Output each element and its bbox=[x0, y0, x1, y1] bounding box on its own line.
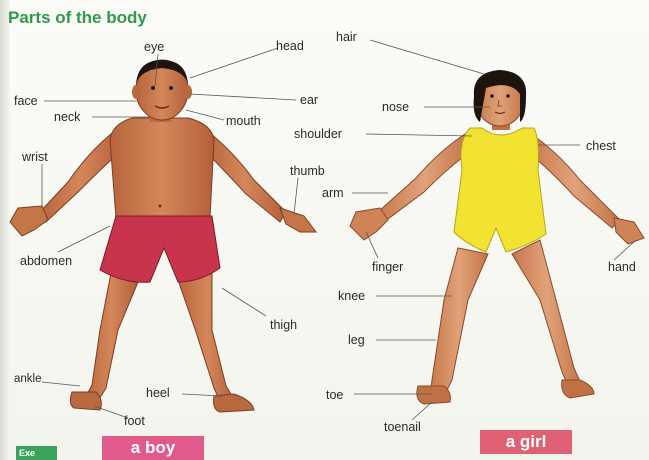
label-hand: hand bbox=[608, 260, 636, 274]
label-ankle: ankle bbox=[14, 372, 42, 386]
label-knee: knee bbox=[338, 289, 365, 303]
label-finger: finger bbox=[372, 260, 403, 274]
boy-right-hand bbox=[280, 208, 316, 232]
label-head: head bbox=[276, 39, 304, 53]
girl-left-hand bbox=[350, 208, 388, 240]
girl-swimsuit bbox=[454, 128, 546, 252]
label-ear: ear bbox=[300, 93, 318, 107]
label-hair: hair bbox=[336, 30, 357, 44]
caption-girl: a girl bbox=[480, 430, 572, 454]
boy-right-foot bbox=[214, 394, 254, 412]
label-thigh: thigh bbox=[270, 318, 297, 332]
label-mouth: mouth bbox=[226, 114, 261, 128]
boy-right-arm bbox=[204, 130, 286, 222]
girl-right-hand bbox=[614, 218, 644, 244]
label-foot: foot bbox=[124, 414, 145, 428]
label-arm: arm bbox=[322, 186, 344, 200]
exercise-tag: Exe bbox=[16, 446, 57, 460]
girl-figure bbox=[350, 70, 644, 404]
boy-eye-left bbox=[151, 86, 155, 90]
boy-shorts bbox=[100, 216, 220, 282]
label-shoulder: shoulder bbox=[294, 127, 342, 141]
boy-right-ear bbox=[184, 85, 192, 99]
girl-right-leg bbox=[512, 240, 582, 390]
boy-torso bbox=[110, 118, 214, 218]
label-face: face bbox=[14, 94, 38, 108]
label-chest: chest bbox=[586, 139, 616, 153]
label-eye: eye bbox=[144, 40, 164, 54]
girl-right-foot bbox=[562, 380, 594, 398]
boy-navel bbox=[159, 205, 162, 208]
boy-left-leg bbox=[84, 268, 138, 404]
label-leg: leg bbox=[348, 333, 365, 347]
boy-left-ear bbox=[132, 85, 140, 99]
label-heel: heel bbox=[146, 386, 170, 400]
label-neck: neck bbox=[54, 110, 80, 124]
girl-eye-right bbox=[506, 94, 510, 98]
label-wrist: wrist bbox=[22, 150, 48, 164]
label-nose: nose bbox=[382, 100, 409, 114]
label-toenail: toenail bbox=[384, 420, 421, 434]
girl-left-foot bbox=[417, 386, 451, 404]
label-abdomen: abdomen bbox=[20, 254, 72, 268]
boy-eye-right bbox=[169, 86, 173, 90]
girl-left-arm bbox=[378, 132, 470, 222]
label-thumb: thumb bbox=[290, 164, 325, 178]
label-toe: toe bbox=[326, 388, 343, 402]
page-title: Parts of the body bbox=[8, 8, 147, 28]
girl-eye-left bbox=[490, 94, 494, 98]
girl-left-leg bbox=[430, 248, 488, 396]
caption-boy: a boy bbox=[102, 436, 204, 460]
boy-left-hand bbox=[10, 206, 48, 236]
boy-right-leg bbox=[178, 270, 236, 406]
boy-left-arm bbox=[40, 130, 122, 222]
